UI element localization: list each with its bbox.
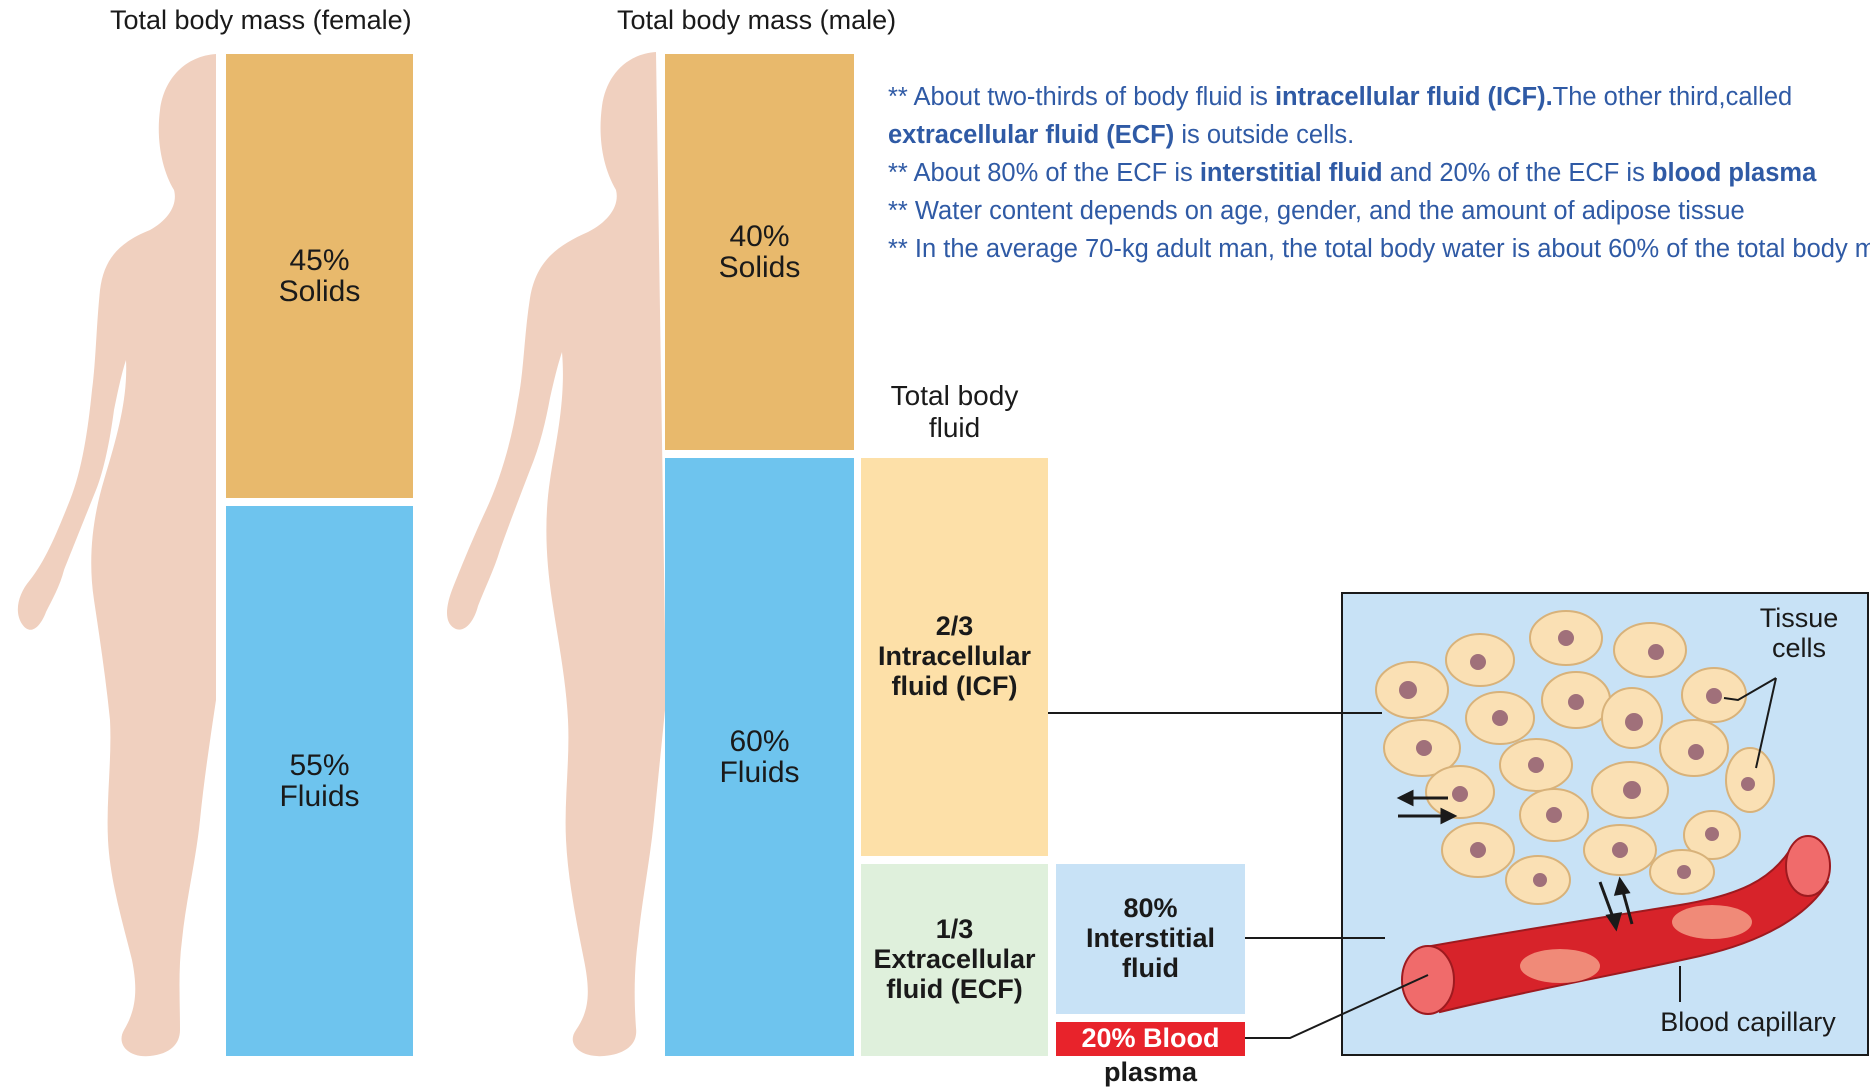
female-fluids-block: 55% Fluids: [226, 506, 413, 1056]
interstitial-line2: fluid: [1122, 954, 1179, 984]
male-fluids-pct: 60%: [729, 726, 789, 757]
female-solids-block: 45% Solids: [226, 54, 413, 498]
tissue-line1: Tissue: [1736, 604, 1862, 634]
total-fluid-line2: fluid: [862, 412, 1047, 444]
interstitial-pct: 80%: [1123, 894, 1177, 924]
interstitial-block: 80% Interstitial fluid: [1056, 864, 1245, 1014]
plasma-label: plasma: [1056, 1058, 1245, 1088]
male-fluids-label: Fluids: [719, 757, 799, 788]
ecf-fraction: 1/3: [936, 915, 974, 945]
male-fluids-block: 60% Fluids: [665, 458, 854, 1056]
note-line-4: ** Water content depends on age, gender,…: [888, 192, 1870, 230]
male-body-silhouette: [447, 52, 666, 1056]
female-solids-pct: 45%: [289, 245, 349, 276]
male-solids-block: 40% Solids: [665, 54, 854, 450]
male-heading: Total body mass (male): [617, 5, 896, 36]
male-solids-pct: 40%: [729, 221, 789, 252]
plasma-block: 20% Blood: [1056, 1022, 1245, 1056]
female-fluids-pct: 55%: [289, 750, 349, 781]
capillary-end-right: [1786, 836, 1830, 896]
note-line-5: ** In the average 70-kg adult man, the t…: [888, 230, 1870, 268]
icf-line2: fluid (ICF): [892, 672, 1018, 702]
capillary-end-left: [1402, 946, 1454, 1014]
ecf-block: 1/3 Extracellular fluid (ECF): [861, 864, 1048, 1056]
female-heading: Total body mass (female): [110, 5, 412, 36]
icf-line1: Intracellular: [878, 642, 1031, 672]
blood-capillary-label: Blood capillary: [1628, 1008, 1868, 1038]
note-line-1: ** About two-thirds of body fluid is int…: [888, 78, 1870, 116]
icf-fraction: 2/3: [936, 612, 974, 642]
ecf-line1: Extracellular: [873, 945, 1035, 975]
ecf-line2: fluid (ECF): [886, 975, 1022, 1005]
total-fluid-line1: Total body: [862, 380, 1047, 412]
total-body-fluid-label: Total body fluid: [862, 380, 1047, 444]
tissue-line2: cells: [1736, 634, 1862, 664]
female-fluids-label: Fluids: [279, 781, 359, 812]
notes-text: ** About two-thirds of body fluid is int…: [888, 78, 1870, 268]
male-solids-label: Solids: [719, 252, 801, 283]
female-body-silhouette: [18, 54, 216, 1056]
tissue-cells-label: Tissue cells: [1736, 604, 1862, 663]
note-line-3: ** About 80% of the ECF is interstitial …: [888, 154, 1870, 192]
red-blood-cell: [1520, 949, 1600, 983]
note-line-2: extracellular fluid (ECF) is outside cel…: [888, 116, 1870, 154]
red-blood-cell: [1672, 905, 1752, 939]
interstitial-line1: Interstitial: [1086, 924, 1215, 954]
icf-block: 2/3 Intracellular fluid (ICF): [861, 458, 1048, 856]
female-solids-label: Solids: [279, 276, 361, 307]
